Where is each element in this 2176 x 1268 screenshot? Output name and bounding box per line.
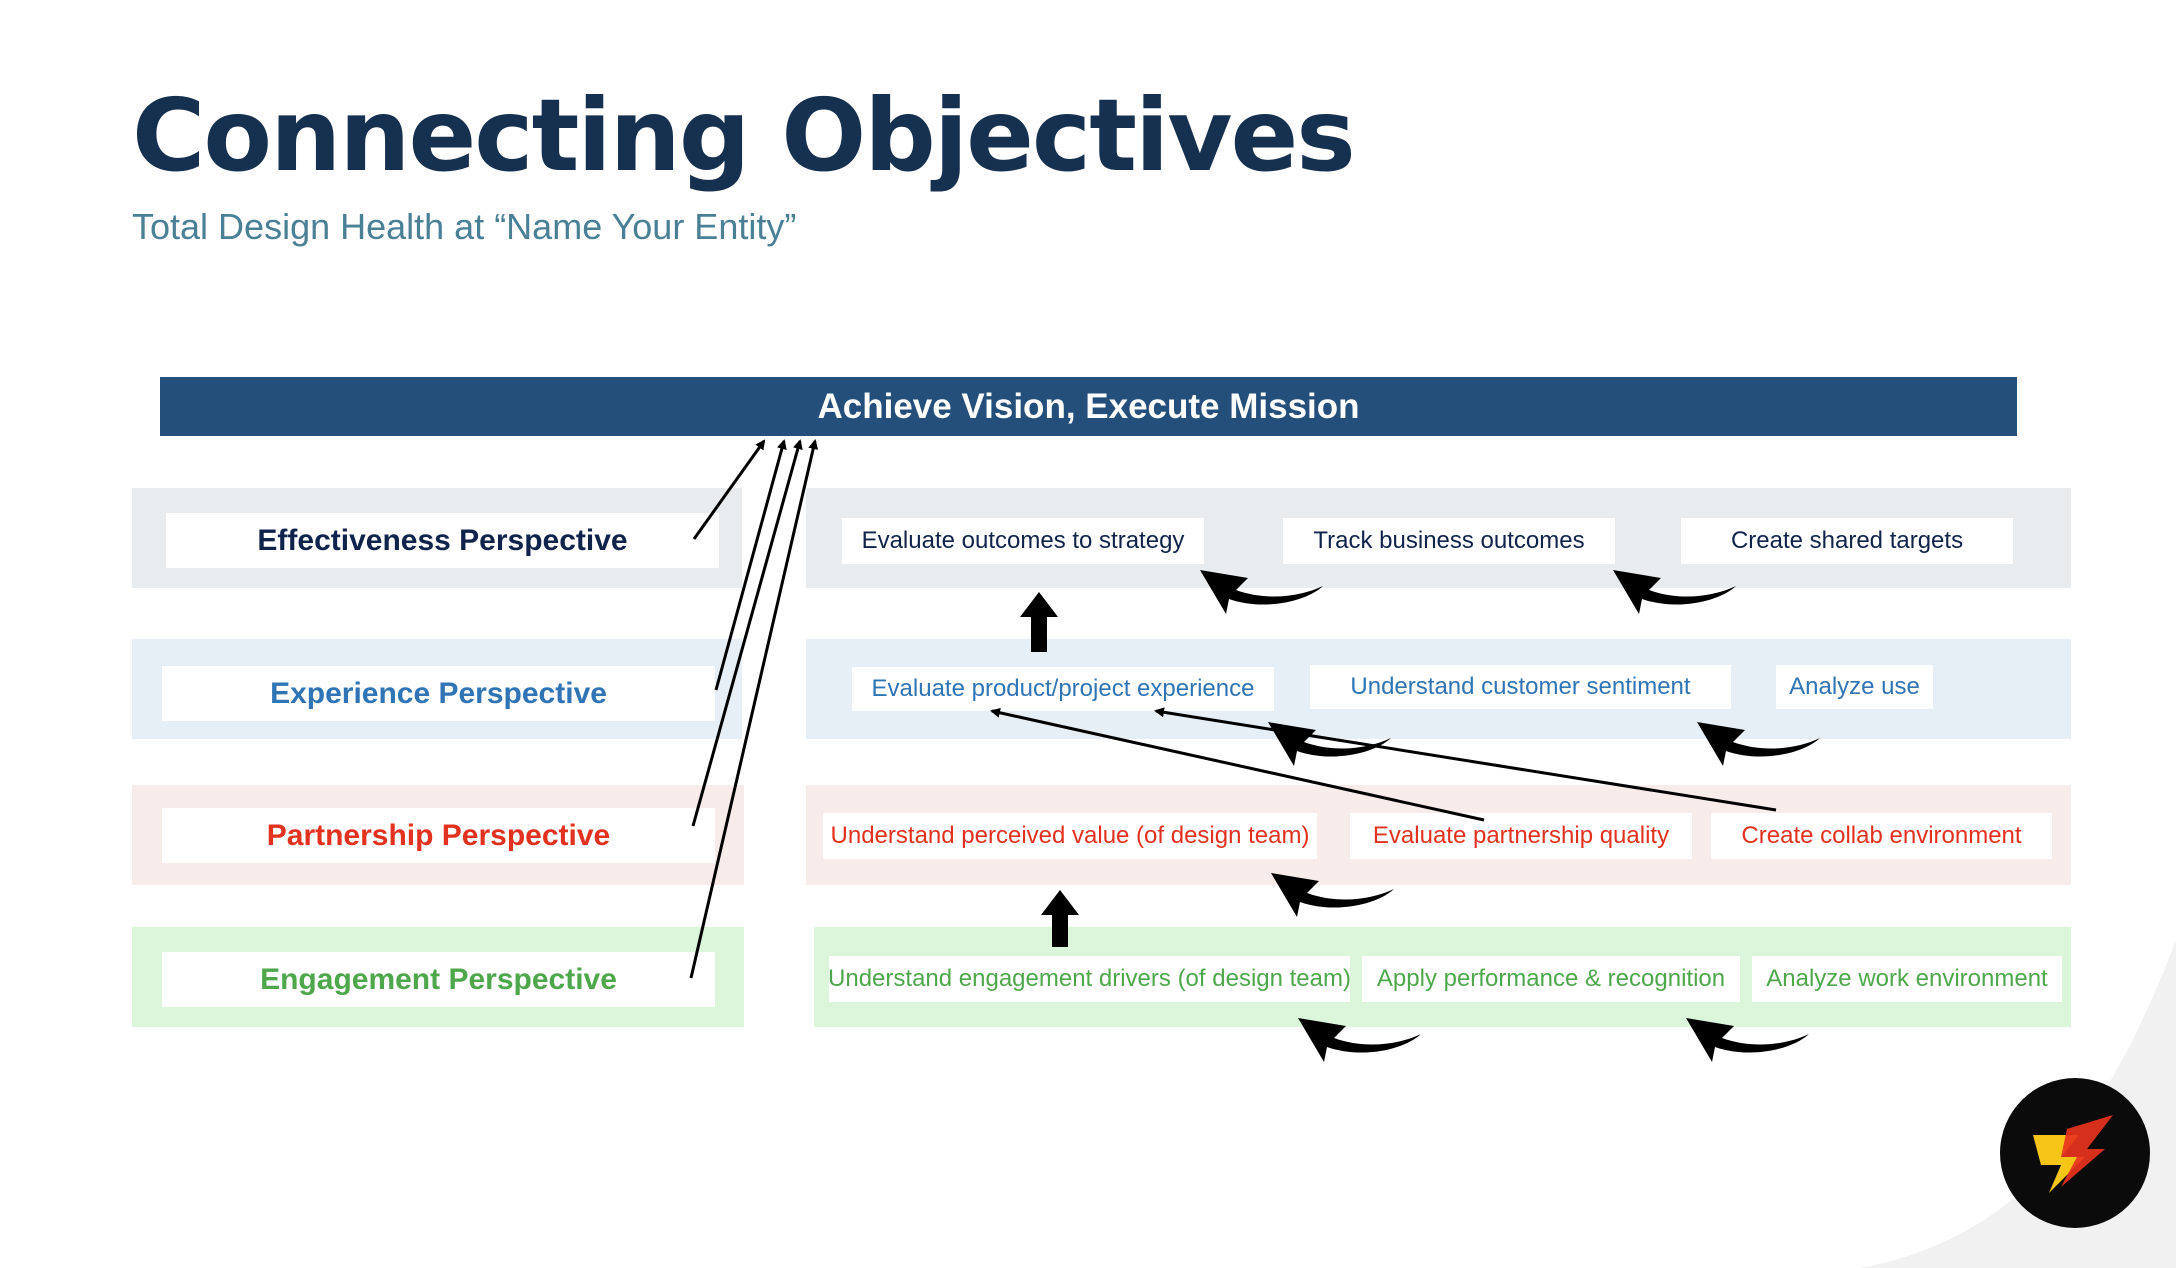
engagement-item: Understand engagement drivers (of design… [828,956,1351,1002]
vision-banner: Achieve Vision, Execute Mission [160,377,2017,436]
engagement-item: Apply performance & recognition [1362,956,1740,1002]
engagement-item: Analyze work environment [1752,956,2062,1002]
experience-item: Evaluate product/project experience [852,667,1274,711]
effectiveness-perspective-label: Effectiveness Perspective [166,513,719,568]
engagement-perspective-label: Engagement Perspective [162,952,715,1007]
page-title: Connecting Objectives [132,77,1356,194]
experience-item: Understand customer sentiment [1310,665,1731,709]
logo-icon [2000,1078,2150,1228]
page-subtitle: Total Design Health at “Name Your Entity… [132,206,797,247]
effectiveness-item: Track business outcomes [1283,518,1615,564]
experience-item: Analyze use [1776,665,1933,709]
partnership-perspective-label: Partnership Perspective [162,808,715,863]
partnership-item: Create collab environment [1711,813,2052,859]
partnership-item: Evaluate partnership quality [1350,813,1692,859]
effectiveness-item: Create shared targets [1681,518,2013,564]
partnership-item: Understand perceived value (of design te… [823,813,1317,859]
effectiveness-item: Evaluate outcomes to strategy [842,518,1204,564]
experience-perspective-label: Experience Perspective [162,666,715,721]
